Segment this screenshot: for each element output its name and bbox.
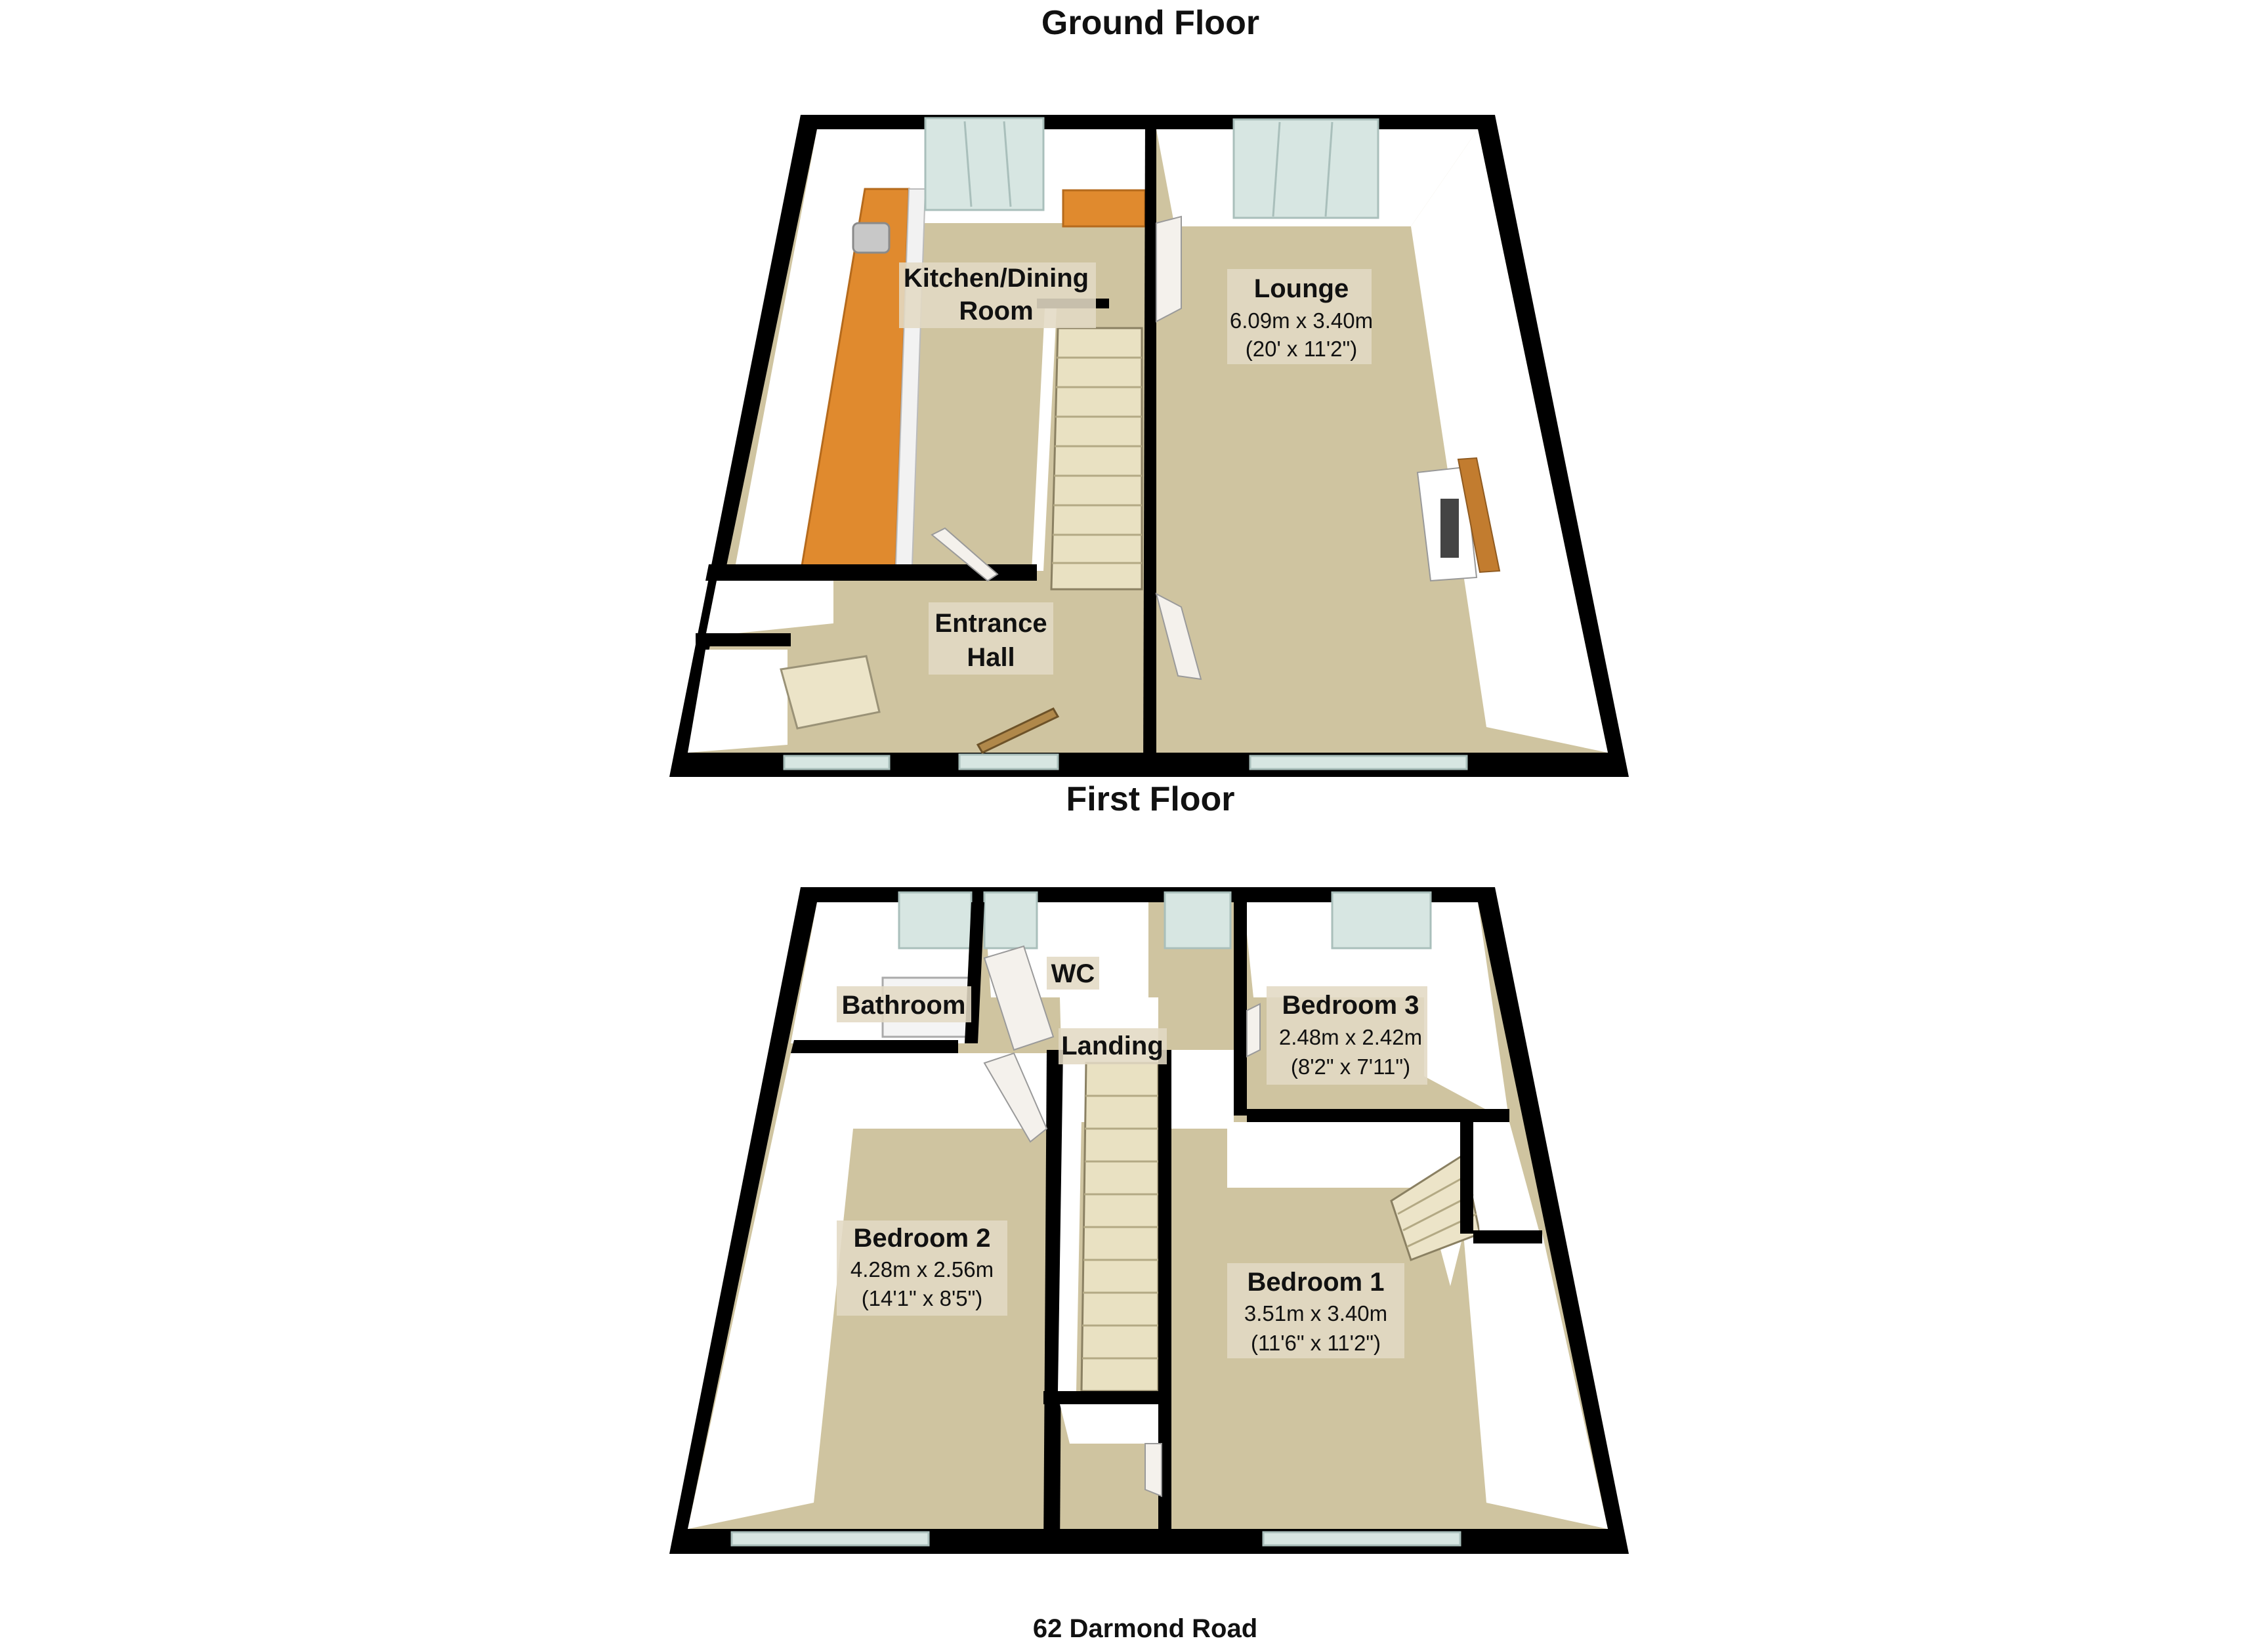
hall-label: Entrance Hall bbox=[929, 602, 1053, 675]
bedroom3-label: Bedroom 3 2.48m x 2.42m (8'2" x 7'11") bbox=[1267, 986, 1427, 1085]
bedroom2-wall-face bbox=[688, 1053, 1047, 1529]
bedroom2-name: Bedroom 2 bbox=[854, 1224, 991, 1253]
bedroom1-cupboard-wall bbox=[1460, 1122, 1473, 1234]
kitchen-name-line2: Room bbox=[959, 297, 1033, 325]
bedroom2-label: Bedroom 2 4.28m x 2.56m (14'1" x 8'5") bbox=[837, 1221, 1007, 1316]
wc-name: WC bbox=[1051, 959, 1095, 988]
bedroom3-door bbox=[1246, 1003, 1261, 1058]
bathroom-window bbox=[898, 891, 973, 950]
wc-window bbox=[983, 891, 1038, 950]
first-floor-plan bbox=[669, 887, 1629, 1554]
bathroom-name: Bathroom bbox=[842, 991, 966, 1020]
cupboard-top-wall bbox=[1043, 1391, 1171, 1404]
hall-side-window bbox=[783, 755, 891, 770]
cupboard-wall bbox=[696, 633, 791, 646]
bedroom1-cupboard bbox=[1470, 1122, 1539, 1234]
hall-name: Entrance bbox=[934, 609, 1047, 638]
bedroom3-wall bbox=[1234, 902, 1247, 1116]
lounge-right-wall-face bbox=[1411, 129, 1608, 753]
bedroom1-label: Bedroom 1 3.51m x 3.40m (11'6" x 11'2") bbox=[1227, 1263, 1404, 1358]
bedroom1-name: Bedroom 1 bbox=[1248, 1268, 1385, 1297]
hall-cupboard-face bbox=[705, 581, 833, 637]
cupboard-wall-face bbox=[1060, 1404, 1158, 1444]
front-door bbox=[976, 707, 1060, 754]
stair-steps-ground bbox=[1052, 356, 1142, 564]
hall-window bbox=[958, 753, 1059, 770]
kitchen-door bbox=[931, 527, 999, 582]
lounge-metric: 6.09m x 3.40m bbox=[1230, 308, 1373, 333]
bedroom1-wall-face bbox=[1171, 1050, 1234, 1129]
kitchen-label: Kitchen/Dining Room bbox=[899, 262, 1096, 328]
lounge-window bbox=[1232, 118, 1379, 219]
stair-wall bbox=[1032, 308, 1057, 571]
staircase-ground bbox=[1050, 327, 1143, 591]
wc-label: WC bbox=[1047, 957, 1099, 990]
landing-side-wall bbox=[1058, 1050, 1083, 1391]
first-floor-title: First Floor bbox=[1066, 780, 1234, 818]
bathroom-wall bbox=[791, 1040, 958, 1053]
lounge-door-lower bbox=[1155, 593, 1202, 680]
lounge-door-upper bbox=[1156, 215, 1182, 323]
kitchen-window bbox=[924, 117, 1045, 211]
hall-name-line2: Hall bbox=[967, 643, 1015, 672]
bedroom2-metric: 4.28m x 2.56m bbox=[850, 1257, 994, 1282]
lounge-imperial: (20' x 11'2") bbox=[1246, 337, 1357, 361]
bedroom1-side-face bbox=[1477, 1234, 1608, 1529]
bedroom3-metric: 2.48m x 2.42m bbox=[1279, 1025, 1422, 1049]
bedroom2-imperial: (14'1" x 8'5") bbox=[862, 1286, 983, 1310]
lounge-front-window bbox=[1249, 755, 1468, 770]
kitchen-name: Kitchen/Dining bbox=[904, 264, 1089, 293]
bedroom3-window bbox=[1331, 891, 1432, 950]
landing-name: Landing bbox=[1061, 1032, 1164, 1060]
kitchen-cabinet bbox=[1062, 189, 1146, 228]
bedroom1-metric: 3.51m x 3.40m bbox=[1244, 1301, 1387, 1325]
bedroom3-name: Bedroom 3 bbox=[1282, 991, 1419, 1020]
bedroom3-wall-face bbox=[1244, 902, 1509, 1122]
wc-door bbox=[983, 945, 1055, 1051]
bedroom2-landing-wall bbox=[1043, 1050, 1063, 1554]
bedroom1-window bbox=[1262, 1531, 1461, 1547]
property-address: 62 Darmond Road bbox=[1033, 1614, 1257, 1643]
kitchen-lounge-wall bbox=[1143, 115, 1156, 777]
stair-steps-first bbox=[1082, 1095, 1158, 1360]
bedroom2-window bbox=[730, 1531, 930, 1547]
stair-right-wall bbox=[1158, 1050, 1171, 1554]
bedroom1-imperial: (11'6" x 11'2") bbox=[1251, 1331, 1381, 1355]
ground-floor-plan bbox=[669, 115, 1629, 777]
sink-icon bbox=[852, 222, 891, 254]
kitchen-hall-wall bbox=[705, 564, 1037, 581]
landing-window bbox=[1164, 891, 1232, 950]
fireplace-mantel bbox=[1457, 457, 1501, 574]
landing-label: Landing bbox=[1059, 1028, 1167, 1064]
lounge-name: Lounge bbox=[1254, 274, 1349, 303]
bedroom1-back-wall bbox=[1227, 1122, 1477, 1188]
hall-stair-landing bbox=[780, 655, 881, 730]
bathroom-label: Bathroom bbox=[837, 986, 971, 1022]
lounge-label: Lounge 6.09m x 3.40m (20' x 11'2") bbox=[1227, 269, 1373, 364]
cupboard-door bbox=[1144, 1443, 1162, 1497]
ground-floor-title: Ground Floor bbox=[1041, 4, 1259, 42]
bedroom1-cupboard-bottom bbox=[1473, 1230, 1542, 1243]
bedroom3-bottom-wall bbox=[1247, 1109, 1509, 1122]
hall-cupboard bbox=[688, 650, 788, 753]
bedroom2-door bbox=[983, 1052, 1048, 1143]
bedroom3-imperial: (8'2" x 7'11") bbox=[1291, 1054, 1410, 1079]
fireplace-insert bbox=[1440, 499, 1459, 558]
